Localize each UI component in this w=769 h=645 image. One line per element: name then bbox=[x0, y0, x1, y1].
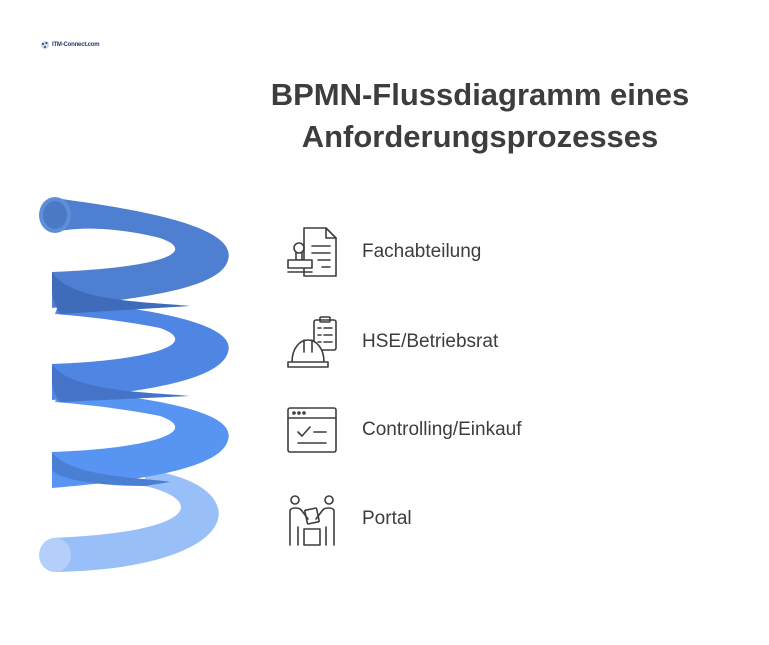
title-line-2: Anforderungsprozesses bbox=[301, 119, 659, 154]
coil-segment-3 bbox=[52, 388, 229, 488]
coil-back-2 bbox=[52, 364, 190, 402]
step-portal: Portal bbox=[282, 489, 412, 549]
hardhat-checklist-icon bbox=[282, 312, 342, 372]
coil-back-1 bbox=[52, 272, 190, 314]
browser-checklist-icon bbox=[282, 400, 342, 460]
logo-text: ITM-Connect.com bbox=[52, 42, 100, 48]
step-label-portal: Portal bbox=[362, 508, 412, 529]
coil-segment-1 bbox=[52, 198, 229, 308]
page-title: BPMN-Flussdiagramm eines Anforderungspro… bbox=[200, 74, 760, 158]
step-controlling-einkauf: Controlling/Einkauf bbox=[282, 400, 521, 460]
people-exchange-icon bbox=[282, 489, 342, 549]
title-line-1: BPMN-Flussdiagramm eines bbox=[270, 77, 690, 112]
step-fachabteilung: Fachabteilung bbox=[282, 222, 481, 282]
company-logo: ITM-Connect.com bbox=[40, 40, 100, 50]
stamp-document-icon bbox=[282, 222, 342, 282]
coil-end-top-highlight bbox=[43, 201, 67, 229]
coil-back-3 bbox=[52, 452, 170, 486]
step-label-controlling-einkauf: Controlling/Einkauf bbox=[362, 419, 522, 440]
coil-segment-2 bbox=[52, 300, 229, 400]
coil-segment-4 bbox=[52, 470, 219, 572]
step-label-fachabteilung: Fachabteilung bbox=[362, 241, 482, 262]
coil-end-bottom bbox=[39, 538, 71, 572]
logo-mark-icon bbox=[41, 41, 49, 49]
step-hse-betriebsrat: HSE/Betriebsrat bbox=[282, 312, 498, 372]
step-label-hse-betriebsrat: HSE/Betriebsrat bbox=[362, 331, 499, 352]
